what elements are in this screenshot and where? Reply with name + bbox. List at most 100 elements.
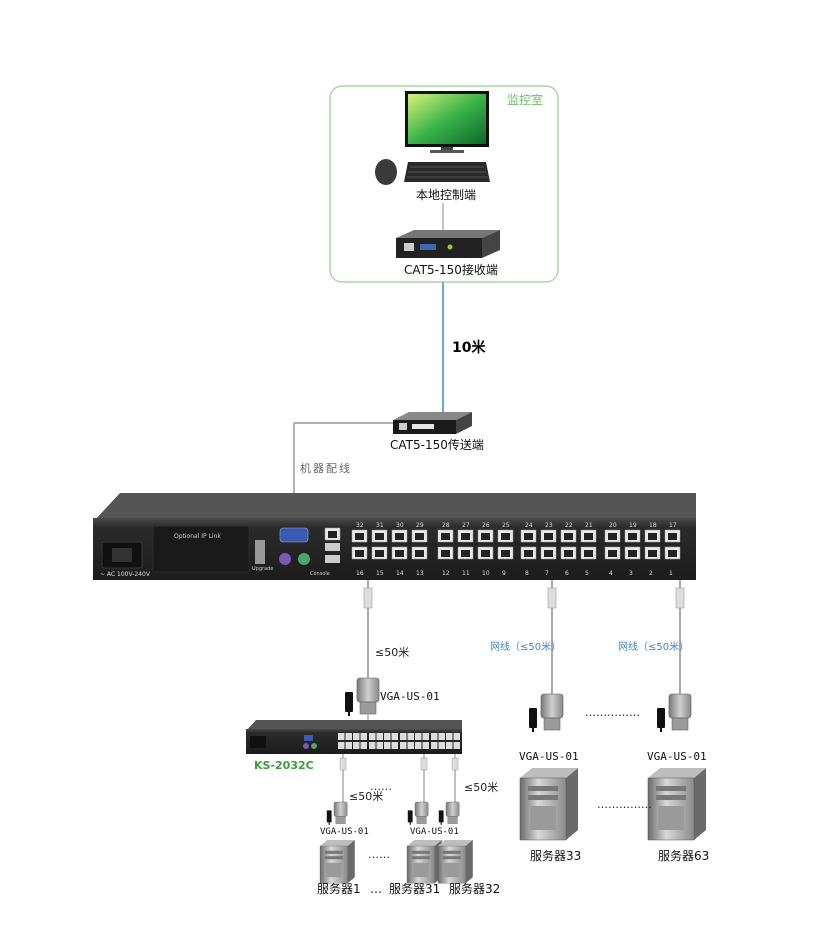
server-31-icon — [406, 839, 443, 884]
transmitter-label: CAT5-150传送端 — [390, 437, 484, 452]
port-number-bottom: 5 — [585, 570, 589, 577]
port-number-top: 30 — [396, 522, 404, 529]
ks-port — [353, 742, 360, 749]
ks-port — [338, 742, 345, 749]
ks-port — [431, 742, 438, 749]
direct-right-distance-label: 网线（≤50米） — [618, 640, 689, 653]
port-number-bottom: 14 — [396, 570, 404, 577]
rj45-port — [391, 529, 408, 543]
port-number-bottom: 3 — [629, 570, 633, 577]
ps2-mouse-port-icon — [298, 553, 310, 565]
ks-port — [353, 733, 360, 740]
rj45-port — [351, 546, 368, 560]
ip-link-label: Optional IP Link — [174, 533, 221, 540]
ks-port — [360, 742, 367, 749]
rj45-port — [604, 529, 621, 543]
ks-port — [391, 733, 398, 740]
direct-left-adapter-label: VGA-US-01 — [519, 750, 579, 763]
port-number-top: 27 — [462, 522, 470, 529]
ks-port — [400, 733, 407, 740]
rj45-port — [371, 529, 388, 543]
sub-branch-32 — [438, 754, 460, 826]
main-kvm-switch: ~ AC 100V-240V Optional IP Link Upgrade … — [93, 493, 696, 580]
ks-port — [431, 733, 438, 740]
rj45-port — [497, 546, 514, 560]
rj45-port — [437, 529, 454, 543]
ps2-keyboard-port-icon — [279, 553, 291, 565]
port-number-bottom: 10 — [482, 570, 490, 577]
ks-port — [422, 742, 429, 749]
server-31-label: 服务器31 — [389, 881, 440, 896]
direct-left-distance-label: 网线（≤50米） — [490, 640, 561, 653]
server-63-icon — [647, 767, 707, 841]
rj45-port — [520, 529, 537, 543]
sub-adapter-1-label: VGA-US-01 — [320, 827, 369, 837]
server-1-icon — [319, 839, 356, 884]
ks-port — [453, 742, 460, 749]
rj45-port — [604, 546, 621, 560]
rj45-port — [411, 529, 428, 543]
sub-distance-2-label: ≤50米 — [464, 781, 498, 794]
ks-port — [407, 742, 414, 749]
console-label: Console — [310, 571, 330, 577]
keyboard-icon — [404, 162, 490, 182]
rj45-port — [624, 529, 641, 543]
local-console-label: 本地控制端 — [416, 188, 476, 202]
port-number-bottom: 2 — [649, 570, 653, 577]
port-number-bottom: 7 — [545, 570, 549, 577]
ks-port — [345, 742, 352, 749]
rj45-port — [560, 546, 577, 560]
ks-2032c-model-label: KS-2032C — [254, 759, 314, 772]
rj45-port — [560, 529, 577, 543]
ks-port — [438, 742, 445, 749]
rj45-port — [371, 546, 388, 560]
port-number-top: 19 — [629, 522, 637, 529]
port-number-top: 24 — [525, 522, 533, 529]
port-number-top: 22 — [565, 522, 573, 529]
port-number-bottom: 12 — [442, 570, 450, 577]
control-room-title: 监控室 — [507, 92, 543, 107]
ks-port — [360, 733, 367, 740]
port-number-top: 26 — [482, 522, 490, 529]
sub-branch-1 — [326, 754, 348, 826]
port-number-top: 25 — [502, 522, 510, 529]
port-number-top: 28 — [442, 522, 450, 529]
port-number-top: 20 — [609, 522, 617, 529]
server-ellipsis: … — [370, 882, 382, 896]
sub-adapter-2-label: VGA-US-01 — [410, 827, 459, 837]
rj45-port — [411, 546, 428, 560]
server-ellipsis-large: …………… — [597, 798, 652, 811]
server-33-icon — [519, 767, 579, 841]
console-rj45-port — [324, 527, 341, 563]
port-number-bottom: 13 — [416, 570, 424, 577]
ks-port — [345, 733, 352, 740]
ks-port — [415, 733, 422, 740]
port-number-bottom: 9 — [502, 570, 506, 577]
cascade-distance-label: ≤50米 — [375, 646, 409, 659]
ks-port — [384, 733, 391, 740]
rj45-port — [437, 546, 454, 560]
server-33-label: 服务器33 — [530, 848, 581, 863]
rj45-port — [664, 529, 681, 543]
ks-2032c-switch — [246, 720, 462, 754]
direct-right-adapter-label: VGA-US-01 — [647, 750, 707, 763]
rj45-port — [664, 546, 681, 560]
ks-port — [400, 742, 407, 749]
port-number-top: 18 — [649, 522, 657, 529]
ks-port — [369, 742, 376, 749]
direct-right-branch — [656, 580, 692, 733]
port-number-bottom: 4 — [609, 570, 613, 577]
rj45-port — [624, 546, 641, 560]
sub-dots-2: …… — [368, 848, 390, 861]
ks-port — [376, 742, 383, 749]
rj45-port — [351, 529, 368, 543]
ks-port — [446, 742, 453, 749]
port-number-top: 17 — [669, 522, 677, 529]
ks-port — [415, 742, 422, 749]
port-number-bottom: 16 — [356, 570, 364, 577]
ks-port — [384, 742, 391, 749]
rj45-port — [580, 546, 597, 560]
rj45-port — [477, 529, 494, 543]
port-number-bottom: 15 — [376, 570, 384, 577]
